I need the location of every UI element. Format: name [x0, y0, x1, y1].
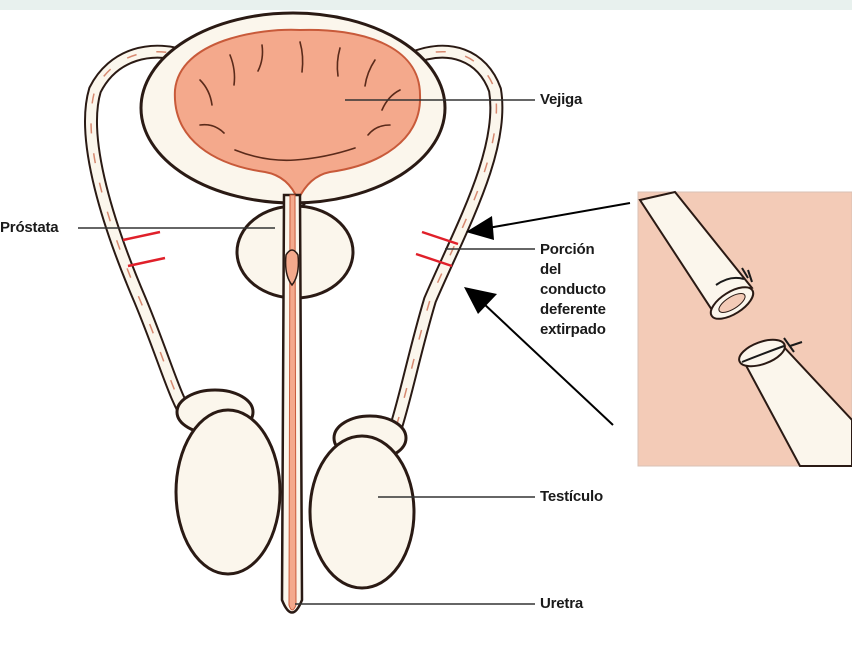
label-porcion-line-1: Porción	[540, 240, 606, 260]
label-porcion-line-4: deferente	[540, 300, 606, 320]
left-testicle	[176, 410, 280, 574]
label-porcion-line-2: del	[540, 260, 606, 280]
label-prostata: Próstata	[0, 218, 58, 238]
arrow-upper	[466, 203, 630, 240]
inset-panel	[638, 192, 852, 466]
label-porcion-extirpada: Porción del conducto deferente extirpado	[540, 240, 606, 340]
label-porcion-line-5: extirpado	[540, 320, 606, 340]
label-vejiga: Vejiga	[540, 90, 582, 110]
right-testicle	[310, 436, 414, 588]
label-uretra: Uretra	[540, 594, 583, 614]
label-testiculo: Testículo	[540, 487, 603, 507]
label-porcion-line-3: conducto	[540, 280, 606, 300]
